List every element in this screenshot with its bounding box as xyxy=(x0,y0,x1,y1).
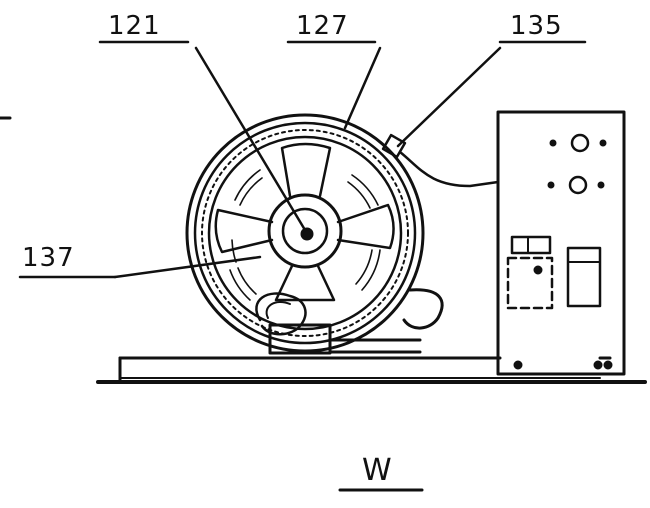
cable-loop-inner xyxy=(265,300,291,319)
control-panel xyxy=(496,110,626,376)
label-137: 137 xyxy=(22,243,75,273)
figure-caption: W xyxy=(362,453,392,488)
terminal-box xyxy=(381,133,407,159)
label-135: 135 xyxy=(510,11,563,41)
winding-arcs xyxy=(229,169,381,301)
base-plate xyxy=(96,356,647,384)
cable-loop xyxy=(255,292,307,336)
label-127: 127 xyxy=(296,11,349,41)
motor-housing xyxy=(185,113,425,353)
power-cable xyxy=(398,150,500,188)
label-121: 121 xyxy=(108,11,161,41)
rotor-hub xyxy=(267,193,343,269)
leader-lines xyxy=(18,40,587,279)
conduit xyxy=(402,288,444,330)
rotor-spokes xyxy=(214,142,395,302)
